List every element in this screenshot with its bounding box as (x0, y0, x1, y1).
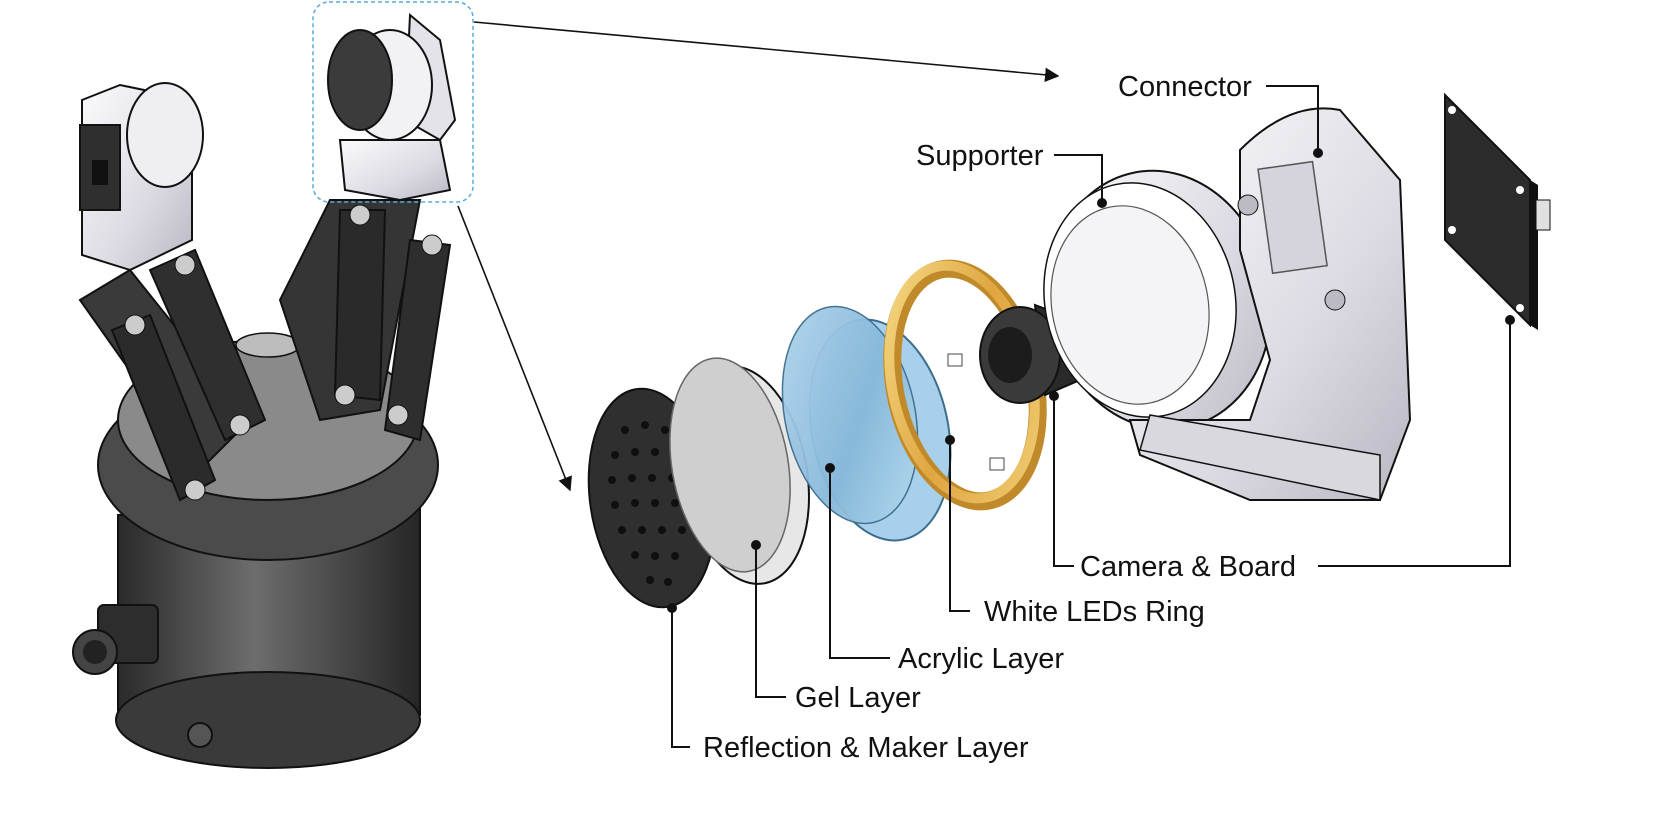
leader-reflection-layer (671, 608, 690, 748)
leader-supporter (1054, 154, 1103, 203)
base-screw (187, 722, 213, 748)
label-camera-board: Camera & Board (1080, 551, 1296, 583)
gripper-assembly (72, 1, 474, 769)
base-connector (72, 604, 159, 675)
leader-camera-board-right (1318, 320, 1511, 567)
label-connector: Connector (1118, 71, 1252, 103)
label-white-leds-ring: White LEDs Ring (984, 596, 1205, 628)
left-finger (78, 82, 267, 502)
label-gel-layer: Gel Layer (795, 682, 921, 714)
leader-lines (671, 85, 1511, 748)
label-acrylic-layer: Acrylic Layer (898, 643, 1064, 675)
label-supporter: Supporter (916, 140, 1044, 172)
label-reflection-marker-layer: Reflection & Maker Layer (703, 732, 1029, 764)
callout-arrow-top (473, 21, 1060, 82)
camera-board-part (1444, 92, 1551, 330)
supporter-part (1043, 169, 1272, 431)
gel-layer-part (669, 357, 810, 585)
leader-white-leds-ring (949, 440, 970, 612)
leader-dots (667, 148, 1515, 613)
leader-camera-board (1053, 396, 1074, 567)
fingertip-highlight-box (312, 1, 474, 203)
leader-connector (1266, 85, 1319, 153)
right-finger (278, 12, 457, 442)
leader-gel-layer (755, 545, 786, 698)
fingertip-sensor-pad (327, 29, 393, 131)
leader-acrylic-layer (829, 468, 890, 659)
gripper-palm-center (235, 332, 301, 358)
connector-part (1128, 107, 1412, 501)
callout-arrow-bottom (457, 205, 572, 492)
gripper-base-bottom-rim (115, 671, 421, 769)
